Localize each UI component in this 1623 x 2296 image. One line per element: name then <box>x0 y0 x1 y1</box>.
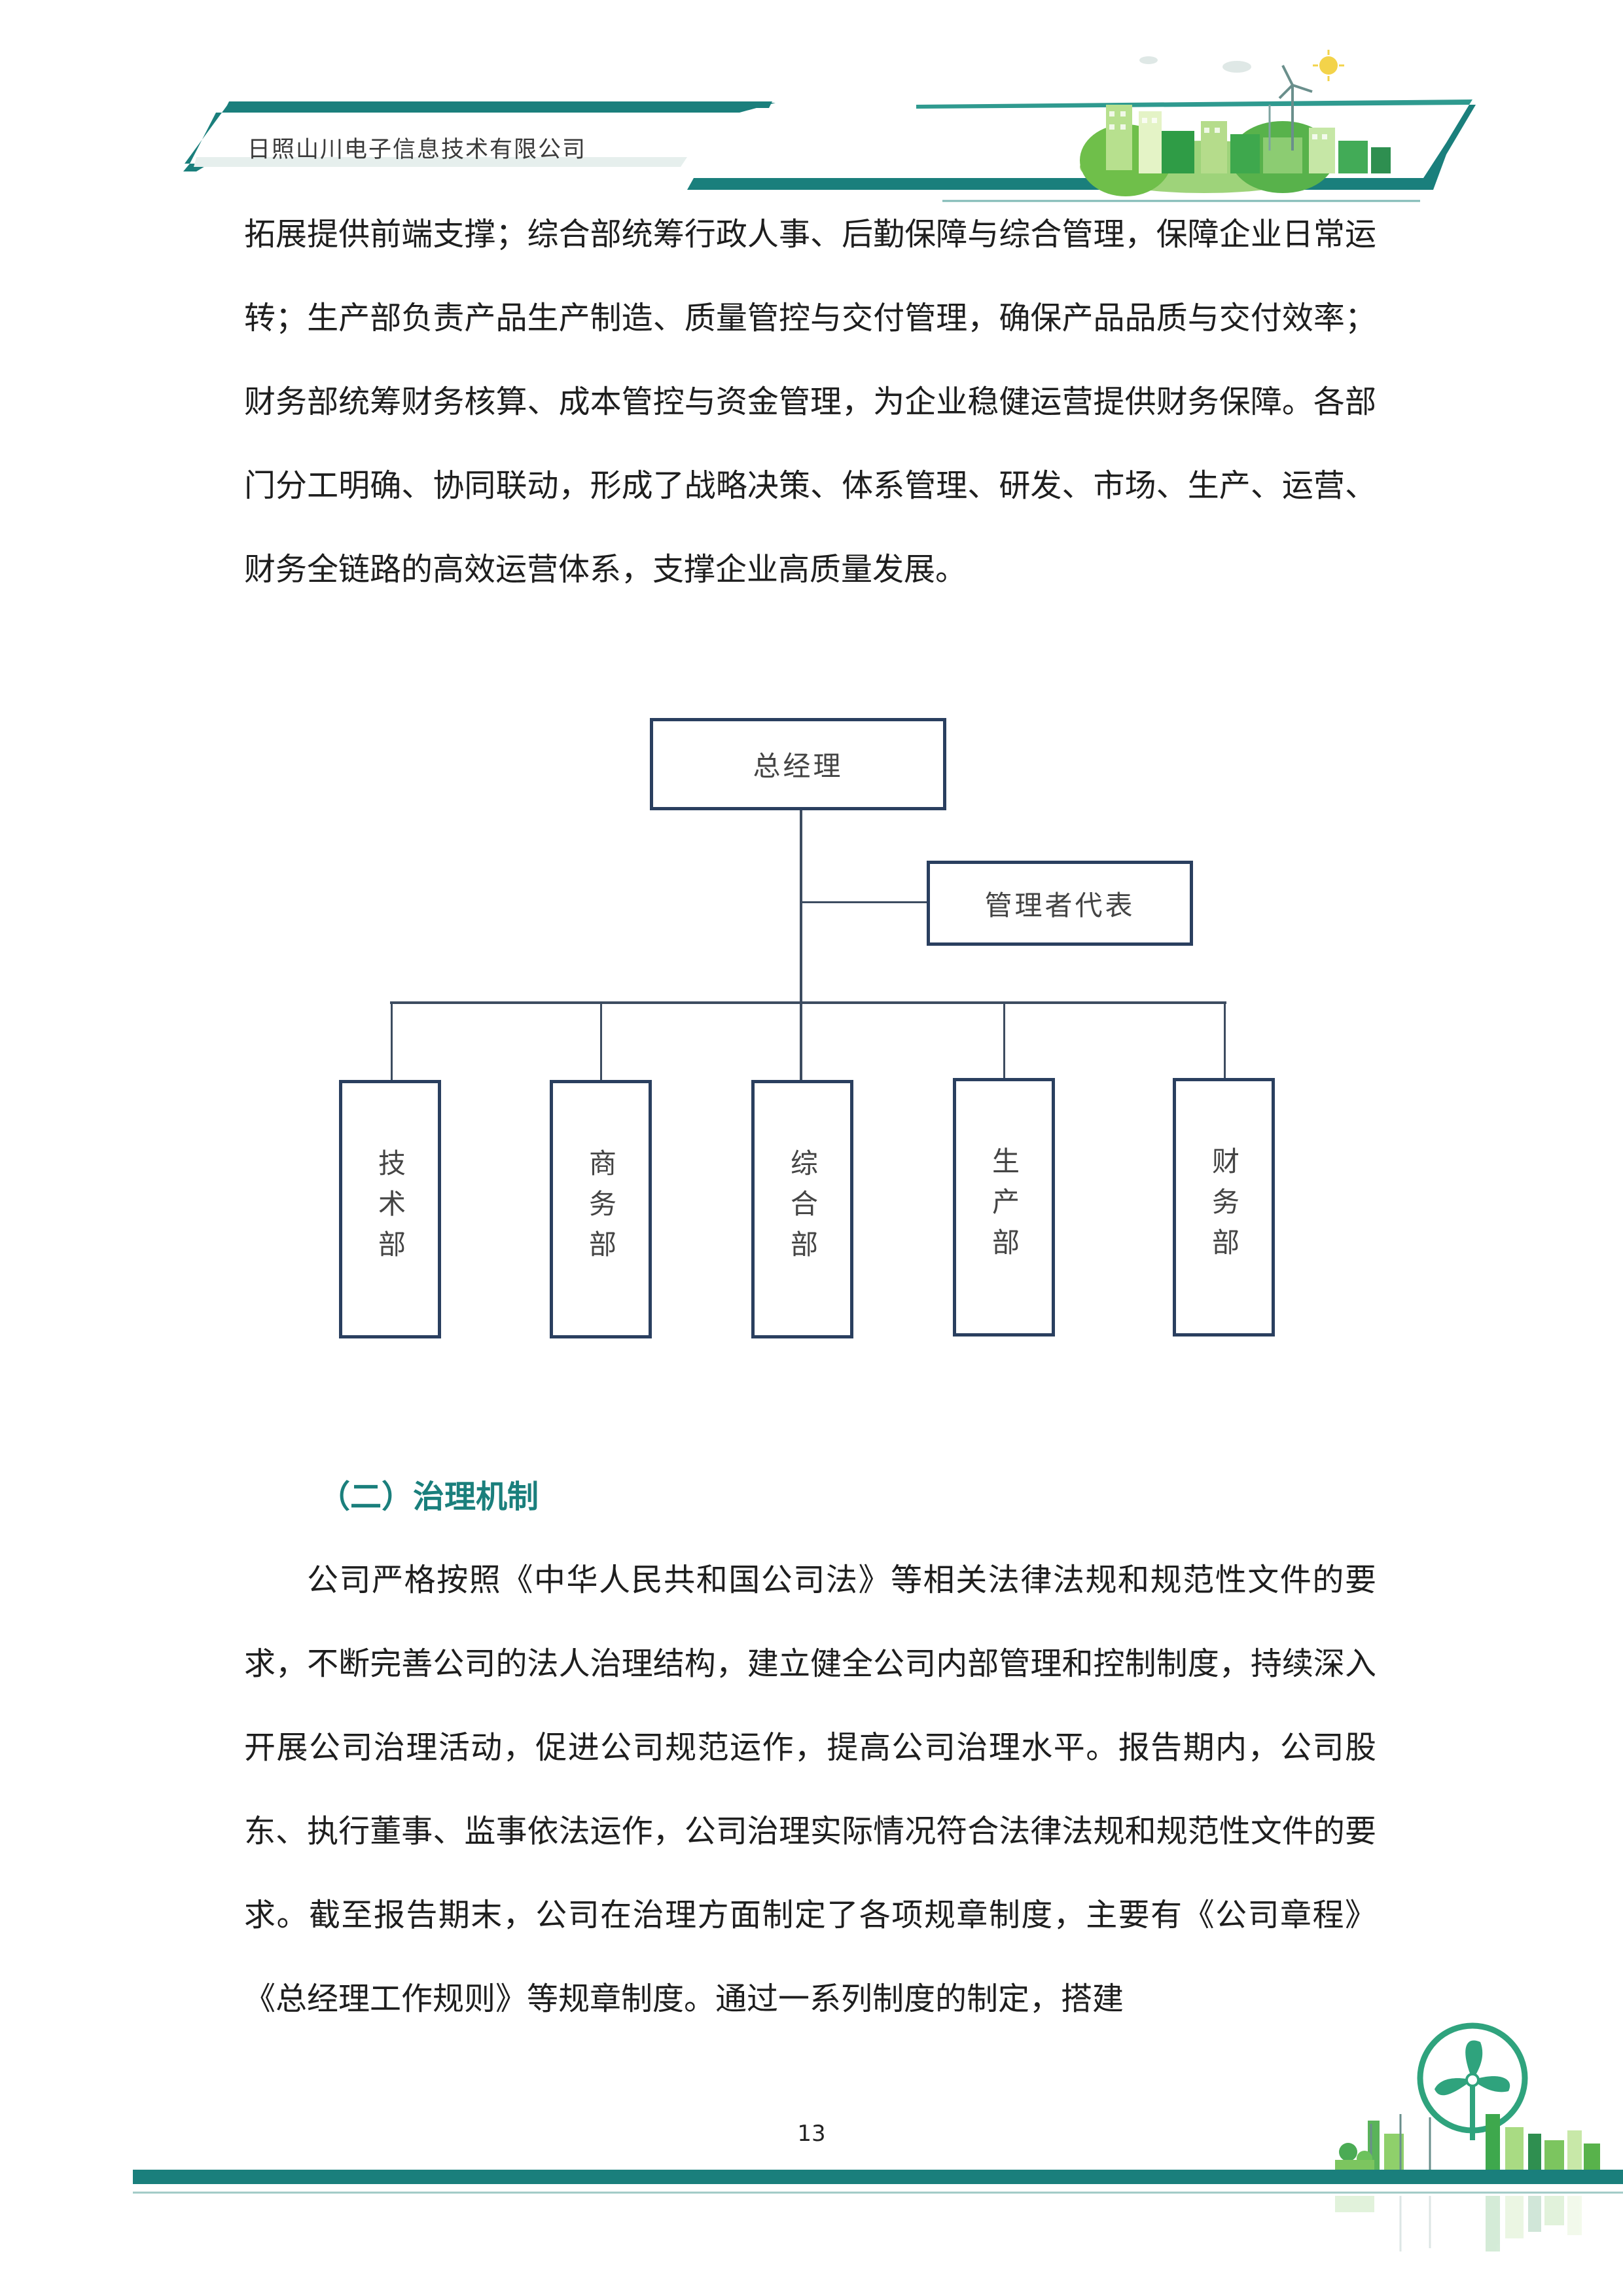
city-skyline-icon <box>1080 50 1391 196</box>
org-box-department: 商务部 <box>550 1080 652 1338</box>
body-paragraph: 拓展提供前端支撑；综合部统筹行政人事、后勤保障与综合管理，保障企业日常运转；生产… <box>244 216 1376 588</box>
connector-line <box>802 901 928 903</box>
footer-skyline-icon <box>1335 2114 1600 2251</box>
windmill-emblem-icon <box>1417 2022 1528 2140</box>
body-paragraph: 公司严格按照《中华人民共和国公司法》等相关法律法规和规范性文件的要求，不断完善公… <box>244 1562 1376 2017</box>
org-box-department: 财务部 <box>1173 1078 1275 1336</box>
connector-line <box>1003 1001 1005 1080</box>
header-banner <box>183 50 1476 202</box>
org-box-management-representative: 管理者代表 <box>927 861 1193 946</box>
section-heading: （二）治理机制 <box>319 1479 539 1515</box>
company-name: 日照山川电子信息技术有限公司 <box>247 137 587 163</box>
connector-line <box>391 1001 393 1081</box>
footer-banner <box>133 2022 1623 2251</box>
connector-line <box>600 1001 602 1081</box>
connector-line <box>390 1001 1226 1004</box>
org-box-general-manager: 总经理 <box>650 718 946 810</box>
connector-line <box>800 808 802 1083</box>
org-box-department: 技术部 <box>339 1080 441 1338</box>
page-number: 13 <box>797 2121 826 2147</box>
org-box-department: 综合部 <box>751 1080 853 1338</box>
org-box-department: 生产部 <box>953 1078 1055 1336</box>
connector-line <box>1224 1001 1226 1080</box>
